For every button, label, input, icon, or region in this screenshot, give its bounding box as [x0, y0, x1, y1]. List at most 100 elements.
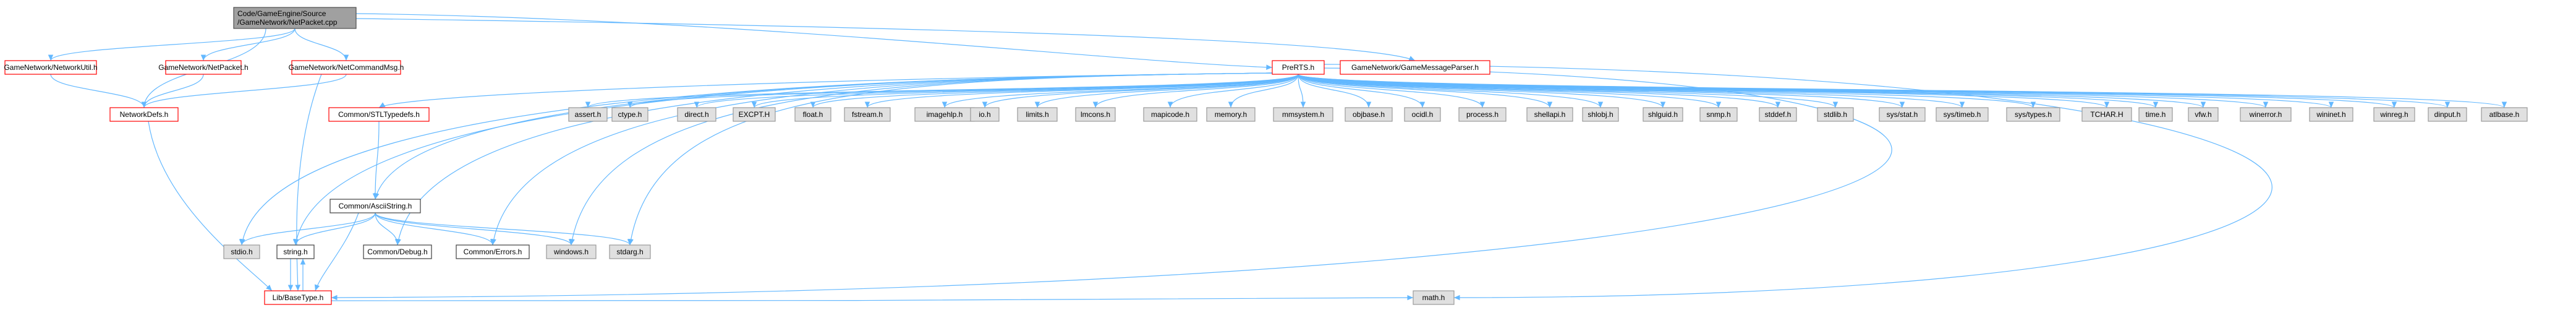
node-process-h[interactable]: process.h	[1458, 107, 1507, 122]
node-dinput-h[interactable]: dinput.h	[2428, 107, 2467, 122]
node-label: NetworkDefs.h	[120, 110, 169, 119]
node-box	[1879, 107, 1926, 122]
node-winerror-h[interactable]: winerror.h	[2240, 107, 2292, 122]
edge-prerts-to-ext23	[1298, 74, 1965, 108]
node-networkdefs-h[interactable]: NetworkDefs.h	[109, 107, 179, 122]
edge-prerts-to-ext18	[1298, 74, 1666, 108]
node-box	[794, 107, 831, 122]
node-box	[4, 60, 97, 75]
node-label: sys/timeb.h	[1944, 110, 1981, 119]
edge-prerts-to-ext32	[1298, 74, 2507, 108]
node-assert-h[interactable]: assert.h	[568, 107, 608, 122]
node-label: Common/Debug.h	[367, 248, 427, 256]
node-box	[546, 244, 597, 259]
node-box	[1936, 107, 1989, 122]
node-fstream-h[interactable]: fstream.h	[844, 107, 891, 122]
node-wininet-h[interactable]: wininet.h	[2309, 107, 2353, 122]
node-label: shlobj.h	[1588, 110, 1613, 119]
node-shlobj-h[interactable]: shlobj.h	[1582, 107, 1619, 122]
node-atlbase-h[interactable]: atlbase.h	[2481, 107, 2528, 122]
node-math-h[interactable]: math.h	[1413, 290, 1455, 305]
edge-prerts-to-ext9	[1092, 74, 1299, 108]
node-lmcons-h[interactable]: lmcons.h	[1075, 107, 1116, 122]
edge-netcommandmsg-to-networkdefs	[141, 74, 347, 108]
node-float-h[interactable]: float.h	[794, 107, 831, 122]
edge-prerts-to-ext3	[751, 74, 1299, 108]
node-vfw-h[interactable]: vfw.h	[2188, 107, 2219, 122]
node-common-stltypedefs-h[interactable]: Common/STLTypedefs.h	[328, 107, 430, 122]
node-sys-timeb-h[interactable]: sys/timeb.h	[1936, 107, 1989, 122]
node-tchar-h[interactable]: TCHAR.H	[2081, 107, 2132, 122]
node-shlguid-h[interactable]: shlguid.h	[1643, 107, 1683, 122]
node-common-errors-h[interactable]: Common/Errors.h	[456, 244, 530, 259]
edge-prerts-to-stdio	[240, 72, 1274, 246]
node-objbase-h[interactable]: objbase.h	[1345, 107, 1393, 122]
node-box	[1759, 107, 1797, 122]
edge-prerts-to-ext4	[810, 74, 1299, 108]
node-stddef-h[interactable]: stddef.h	[1759, 107, 1797, 122]
edge-asciistring-to-errors	[375, 212, 496, 246]
edge-prerts-to-basetype	[331, 67, 1892, 301]
node-snmp-h[interactable]: snmp.h	[1699, 107, 1738, 122]
node-label: vfw.h	[2195, 110, 2211, 119]
node-sys-types-h[interactable]: sys/types.h	[2006, 107, 2060, 122]
node-label: Common/Errors.h	[464, 248, 522, 256]
node-label: GameNetwork/NetPacket.h	[158, 63, 248, 72]
node-excpt-h[interactable]: EXCPT.H	[733, 107, 776, 122]
edge-asciistring-to-debug	[375, 212, 401, 246]
node-box	[1075, 107, 1116, 122]
node-mapicode-h[interactable]: mapicode.h	[1143, 107, 1197, 122]
edge-root-to-netcommandmsg	[294, 28, 349, 61]
node-limits-h[interactable]: limits.h	[1017, 107, 1058, 122]
node-direct-h[interactable]: direct.h	[677, 107, 716, 122]
node-windows-h[interactable]: windows.h	[546, 244, 597, 259]
node-lib-basetype-h[interactable]: Lib/BaseType.h	[264, 290, 332, 305]
node-prerts-h[interactable]: PreRTS.h	[1272, 60, 1325, 75]
node-winreg-h[interactable]: winreg.h	[2373, 107, 2415, 122]
edge-prerts-to-ext7	[982, 74, 1299, 108]
node-box	[2309, 107, 2353, 122]
node-ocidl-h[interactable]: ocidl.h	[1404, 107, 1441, 122]
node-code-gameengine-source-gamenetwork-netpacket-cpp[interactable]: Code/GameEngine/Source/GameNetwork/NetPa…	[233, 7, 357, 29]
edge-basetype-to-math	[331, 295, 1414, 302]
node-box	[328, 107, 430, 122]
edge-stlnamespace-to-asciistring	[372, 121, 380, 200]
edge-networkdefs-to-basetype	[148, 121, 273, 291]
node-ctype-h[interactable]: ctype.h	[611, 107, 648, 122]
node-string-h[interactable]: string.h	[276, 244, 315, 259]
node-gamenetwork-networkutil-h[interactable]: GameNetwork/NetworkUtil.h	[4, 60, 98, 75]
node-gamenetwork-gamemessageparser-h[interactable]: GameNetwork/GameMessageParser.h	[1340, 60, 1490, 75]
node-box	[1643, 107, 1683, 122]
node-stdio-h[interactable]: stdio.h	[223, 244, 260, 259]
node-box	[456, 244, 530, 259]
node-common-asciistring-h[interactable]: Common/AsciiString.h	[329, 199, 421, 213]
node-stdarg-h[interactable]: stdarg.h	[609, 244, 651, 259]
node-box	[733, 107, 776, 122]
node-gamenetwork-netcommandmsg-h[interactable]: GameNetwork/NetCommandMsg.h	[289, 60, 404, 75]
edge-prerts-to-stdarg	[628, 72, 1274, 246]
node-memory-h[interactable]: memory.h	[1206, 107, 1256, 122]
edge-prerts-to-ext16	[1298, 74, 1553, 108]
node-imagehlp-h[interactable]: imagehlp.h	[914, 107, 975, 122]
node-mmsystem-h[interactable]: mmsystem.h	[1273, 107, 1333, 122]
node-label: process.h	[1466, 110, 1498, 119]
node-time-h[interactable]: time.h	[2138, 107, 2173, 122]
node-common-debug-h[interactable]: Common/Debug.h	[363, 244, 432, 259]
node-box	[1017, 107, 1058, 122]
node-label: GameNetwork/NetCommandMsg.h	[289, 63, 404, 72]
node-gamenetwork-netpacket-h[interactable]: GameNetwork/NetPacket.h	[158, 60, 249, 75]
edge-prerts-to-math	[1324, 64, 2272, 301]
node-label: direct.h	[684, 110, 708, 119]
node-sys-stat-h[interactable]: sys/stat.h	[1879, 107, 1926, 122]
node-stdlib-h[interactable]: stdlib.h	[1817, 107, 1854, 122]
node-label: float.h	[803, 110, 823, 119]
node-label: lmcons.h	[1081, 110, 1110, 119]
edge-asciistring-to-stdarg	[375, 212, 633, 246]
node-box	[2373, 107, 2415, 122]
node-io-h[interactable]: io.h	[970, 107, 1000, 122]
node-box	[109, 107, 179, 122]
node-box	[276, 244, 315, 259]
node-label: ocidl.h	[1412, 110, 1434, 119]
node-shellapi-h[interactable]: shellapi.h	[1526, 107, 1573, 122]
